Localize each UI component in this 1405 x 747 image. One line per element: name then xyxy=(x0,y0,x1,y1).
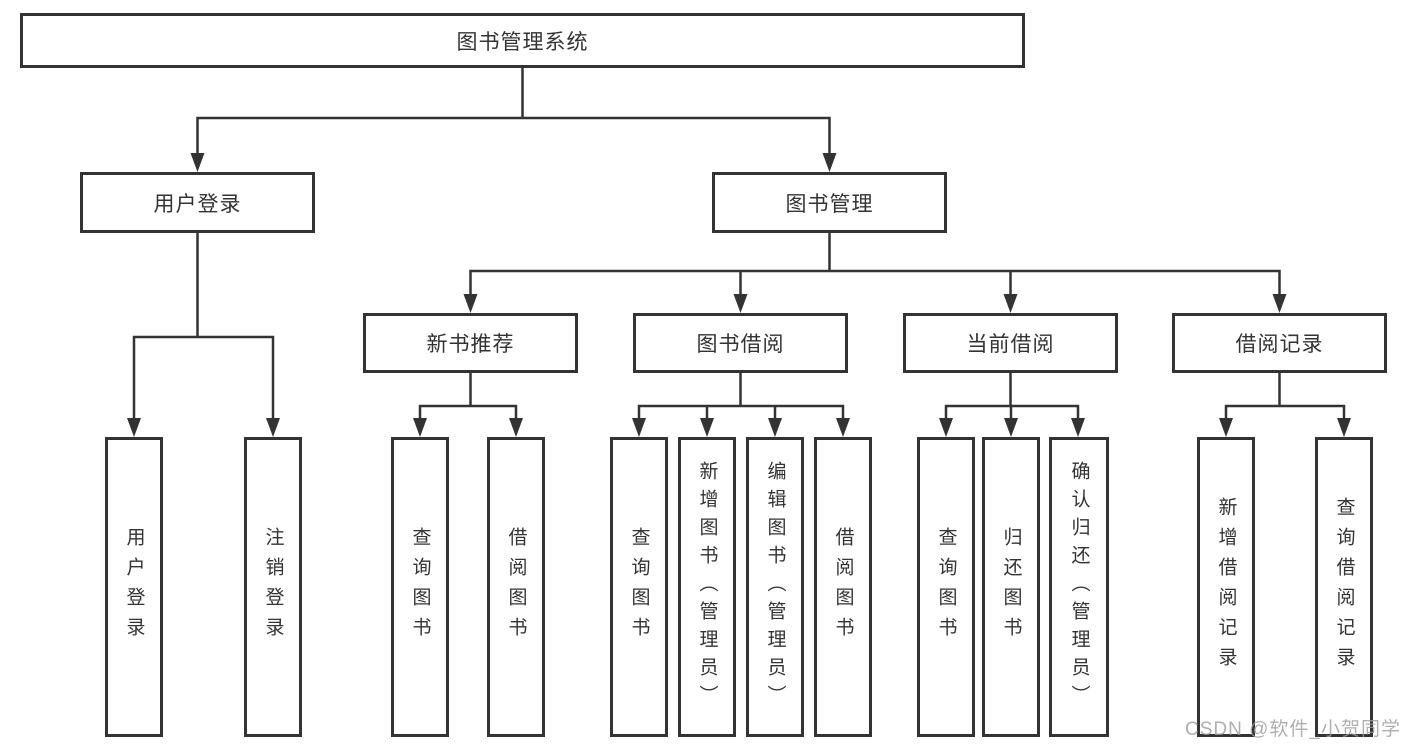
leaf-query-books-borrowing: 查询图书 xyxy=(610,437,668,737)
leaf-query-books-current: 查询图书 xyxy=(917,437,975,737)
leaf-query-borrow-record: 查询借阅记录 xyxy=(1315,437,1373,737)
node-new-book-recommend: 新书推荐 xyxy=(363,313,578,373)
leaf-edit-book-admin: 编辑图书（管理员） xyxy=(746,437,804,737)
leaf-add-borrow-record: 新增借阅记录 xyxy=(1197,437,1255,737)
leaf-return-books: 归还图书 xyxy=(982,437,1040,737)
leaf-logout: 注销登录 xyxy=(244,437,302,737)
leaf-confirm-return-admin: 确认归还（管理员） xyxy=(1049,437,1109,737)
node-book-management: 图书管理 xyxy=(712,172,947,233)
node-root-system: 图书管理系统 xyxy=(20,13,1025,68)
leaf-borrow-books-borrowing: 借阅图书 xyxy=(814,437,872,737)
leaf-add-book-admin: 新增图书（管理员） xyxy=(678,437,736,737)
csdn-watermark: CSDN @软件_小贺同学 xyxy=(1185,719,1401,740)
leaf-query-books-recommend: 查询图书 xyxy=(391,437,449,737)
leaf-borrow-books-recommend: 借阅图书 xyxy=(487,437,545,737)
node-borrow-records: 借阅记录 xyxy=(1172,313,1387,373)
leaf-user-login: 用户登录 xyxy=(105,437,163,737)
node-book-borrowing: 图书借阅 xyxy=(633,313,848,373)
node-current-borrowing: 当前借阅 xyxy=(903,313,1118,373)
node-user-login: 用户登录 xyxy=(80,172,315,233)
